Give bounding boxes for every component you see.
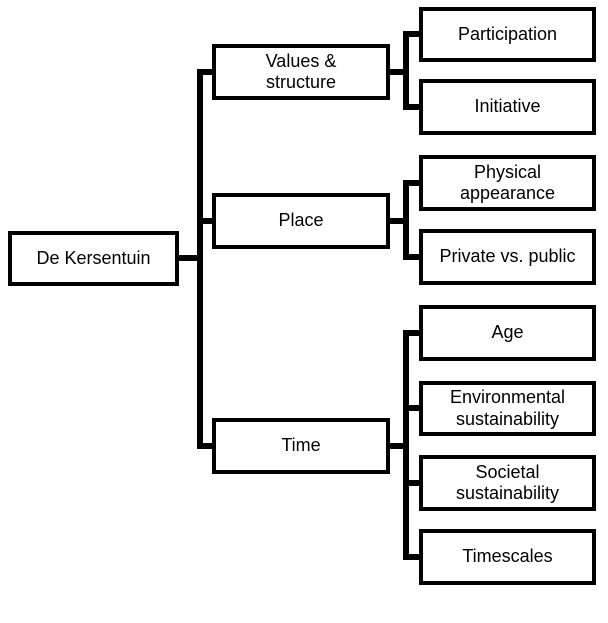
connector-trunk-vertical <box>197 69 203 449</box>
node-label: Societal sustainability <box>455 461 560 503</box>
node-societal-sustainability: Societal sustainability <box>419 455 596 511</box>
node-label: Place <box>278 210 324 231</box>
connector-to-societal-sustainability <box>403 480 419 486</box>
connector-values-structure-vertical <box>403 31 409 110</box>
node-label: Environmental sustainability <box>449 387 566 429</box>
node-label: Private vs. public <box>439 246 576 267</box>
connector-to-private-vs-public <box>403 254 419 260</box>
connector-time-vertical <box>403 330 409 560</box>
node-de-kersentuin: De Kersentuin <box>8 231 179 286</box>
node-timescales: Timescales <box>419 529 596 585</box>
node-label: De Kersentuin <box>36 247 151 268</box>
node-label: Time <box>281 435 321 456</box>
node-place: Place <box>212 193 390 249</box>
node-private-vs-public: Private vs. public <box>419 229 596 285</box>
node-label: Physical appearance <box>459 161 556 203</box>
node-physical-appearance: Physical appearance <box>419 155 596 211</box>
connector-trunk-to-place <box>197 218 212 224</box>
connector-root-to-trunk <box>179 255 203 261</box>
connector-to-initiative <box>403 104 419 110</box>
connector-to-participation <box>403 31 419 37</box>
node-values-structure: Values & structure <box>212 44 390 100</box>
connector-to-age <box>403 330 419 336</box>
node-age: Age <box>419 305 596 361</box>
connector-to-physical-appearance <box>403 180 419 186</box>
node-label: Values & structure <box>265 50 337 92</box>
connector-time-out <box>390 443 409 449</box>
node-label: Participation <box>457 23 558 44</box>
connector-trunk-to-values-structure <box>197 69 212 75</box>
node-environmental-sustainability: Environmental sustainability <box>419 381 596 436</box>
connector-place-out <box>390 218 409 224</box>
node-label: Age <box>491 322 524 343</box>
connector-to-environmental-sustainability <box>403 405 419 411</box>
node-initiative: Initiative <box>419 79 596 135</box>
connector-to-timescales <box>403 554 419 560</box>
connector-trunk-to-time <box>197 443 212 449</box>
node-label: Timescales <box>462 546 553 567</box>
connector-place-vertical <box>403 180 409 260</box>
connector-values-structure-out <box>390 69 409 75</box>
node-participation: Participation <box>419 7 596 62</box>
node-time: Time <box>212 418 390 474</box>
node-label: Initiative <box>474 96 541 117</box>
